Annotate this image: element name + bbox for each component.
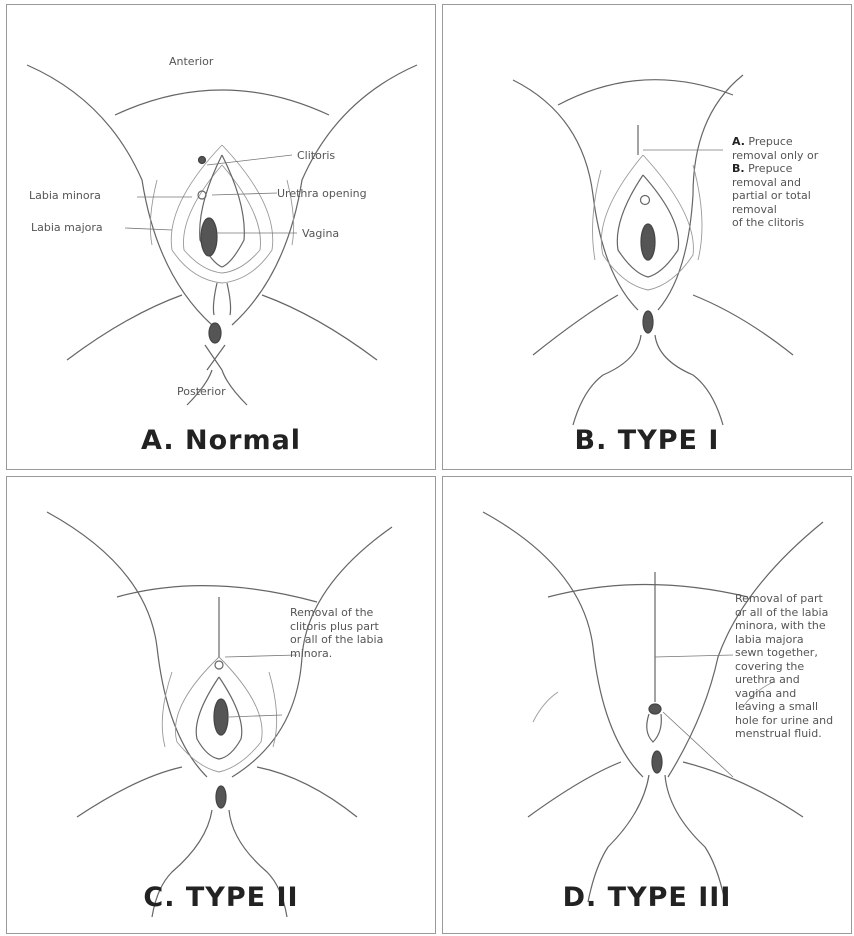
note-line4: removal and xyxy=(732,176,818,190)
label-vagina: Vagina xyxy=(302,227,339,240)
note-line: minora, with the xyxy=(735,619,833,633)
label-anterior: Anterior xyxy=(169,55,213,68)
note-line: sewn together, xyxy=(735,646,833,660)
label-clitoris: Clitoris xyxy=(297,149,335,162)
note-b-marker: B. xyxy=(732,162,745,175)
type-3-note: Removal of part or all of the labia mino… xyxy=(735,592,833,741)
note-a-line2: removal only or xyxy=(732,149,818,163)
panel-type-3: Removal of part or all of the labia mino… xyxy=(442,476,852,934)
note-a-line1: Prepuce xyxy=(745,135,793,148)
note-line: or all of the labia xyxy=(735,606,833,620)
caption-type-1: B. TYPE I xyxy=(443,425,851,456)
panel-normal: Anterior Clitoris Labia minora Urethra o… xyxy=(6,4,436,470)
caption-type-3: D. TYPE III xyxy=(443,882,851,913)
panel-type-1: A. Prepuce removal only or B. Prepuce re… xyxy=(442,4,852,470)
note-line: minora. xyxy=(290,647,383,661)
label-posterior: Posterior xyxy=(177,385,226,398)
note-line: labia majora xyxy=(735,633,833,647)
type-2-note: Removal of the clitoris plus part or all… xyxy=(290,606,383,660)
note-b-line1: Prepuce xyxy=(745,162,793,175)
note-line: leaving a small xyxy=(735,700,833,714)
note-line: Removal of part xyxy=(735,592,833,606)
note-line5: partial or total xyxy=(732,189,818,203)
label-urethra-opening: Urethra opening xyxy=(277,187,367,200)
note-line: or all of the labia xyxy=(290,633,383,647)
type-1-note: A. Prepuce removal only or B. Prepuce re… xyxy=(732,135,818,230)
type-2-anatomy-drawing xyxy=(7,477,436,934)
note-line: vagina and xyxy=(735,687,833,701)
normal-anatomy-drawing xyxy=(7,5,436,470)
label-labia-minora: Labia minora xyxy=(29,189,101,202)
label-labia-majora: Labia majora xyxy=(31,221,103,234)
caption-normal: A. Normal xyxy=(7,425,435,456)
note-line: menstrual fluid. xyxy=(735,727,833,741)
note-line: clitoris plus part xyxy=(290,620,383,634)
note-line: Removal of the xyxy=(290,606,383,620)
note-a-marker: A. xyxy=(732,135,745,148)
note-line6: removal xyxy=(732,203,818,217)
type-1-anatomy-drawing xyxy=(443,5,852,470)
note-line: urethra and xyxy=(735,673,833,687)
caption-type-2: C. TYPE II xyxy=(7,882,435,913)
note-line: hole for urine and xyxy=(735,714,833,728)
note-line7: of the clitoris xyxy=(732,216,818,230)
panel-type-2: Removal of the clitoris plus part or all… xyxy=(6,476,436,934)
note-line: covering the xyxy=(735,660,833,674)
